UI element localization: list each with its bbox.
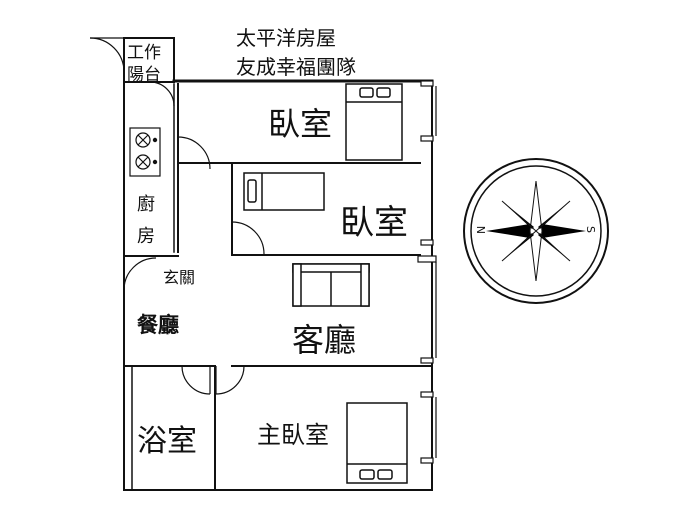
room-label-kitchen-2: 房 — [137, 226, 155, 247]
room-label-work-balcony-2: 陽台 — [127, 65, 161, 85]
compass-north-label: N — [475, 226, 488, 234]
room-label-living: 客廳 — [292, 321, 356, 359]
windows — [417, 80, 437, 464]
room-label-master-bedroom: 主臥室 — [257, 421, 329, 449]
room-label-bathroom: 浴室 — [137, 424, 197, 459]
room-label-work-balcony: 工作 — [127, 43, 161, 63]
sofa-icon — [292, 263, 370, 307]
compass-rose-icon: N S — [463, 158, 609, 304]
room-label-entrance: 玄關 — [163, 268, 195, 287]
room-label-bedroom-middle: 臥室 — [340, 203, 408, 243]
compass-south-label: S — [584, 226, 597, 233]
walls — [123, 37, 434, 491]
room-label-bedroom-top: 臥室 — [268, 105, 332, 143]
room-label-dining: 餐廳 — [137, 313, 179, 337]
door-swings — [89, 37, 265, 395]
header-brand-line2: 友成幸福團隊 — [236, 55, 356, 79]
stove-icon — [129, 127, 161, 177]
bed-icon-middle-bedroom — [243, 172, 325, 211]
header-brand-line1: 太平洋房屋 — [236, 26, 336, 50]
bed-icon-master-bedroom — [346, 402, 408, 484]
room-label-kitchen: 廚 — [137, 193, 155, 215]
bed-icon-top-bedroom — [345, 83, 403, 161]
